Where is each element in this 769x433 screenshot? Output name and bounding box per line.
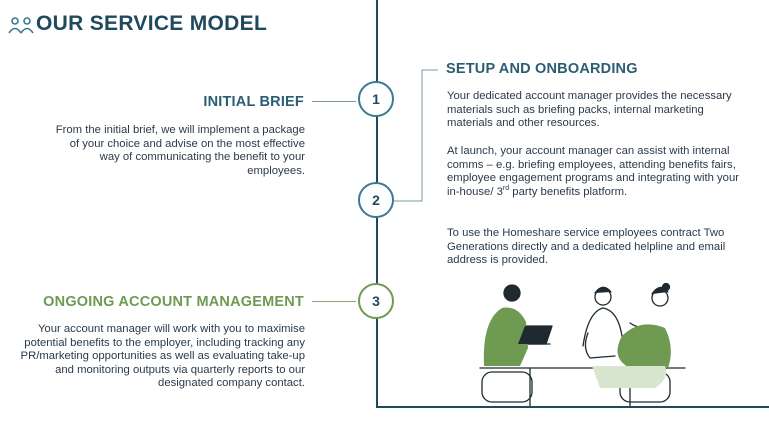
step-3-body: Your account manager will work with you …	[20, 323, 305, 390]
people-at-table-with-laptop-illustration	[479, 282, 686, 406]
step-2-body-2: At launch, your account manager can assi…	[447, 145, 740, 198]
step-2-circle: 2	[358, 182, 394, 218]
step-3-connector	[312, 301, 356, 302]
step-2-body-1: Your dedicated account manager provides …	[447, 90, 732, 130]
people-group-icon	[8, 17, 34, 34]
step-2-body-3: To use the Homeshare service employees c…	[447, 227, 726, 267]
page-title: OUR SERVICE MODEL	[36, 12, 268, 35]
step-1-body: From the initial brief, we will implemen…	[55, 124, 305, 177]
step-3-heading: ONGOING ACCOUNT MANAGEMENT	[43, 294, 304, 310]
timeline-baseline	[376, 406, 769, 408]
step-1-circle: 1	[358, 81, 394, 117]
step-1-connector	[312, 101, 356, 102]
step-3-circle: 3	[358, 283, 394, 319]
step-1-heading: INITIAL BRIEF	[203, 94, 304, 110]
step-2-connector	[394, 69, 438, 202]
step-2-heading: SETUP AND ONBOARDING	[446, 61, 638, 77]
